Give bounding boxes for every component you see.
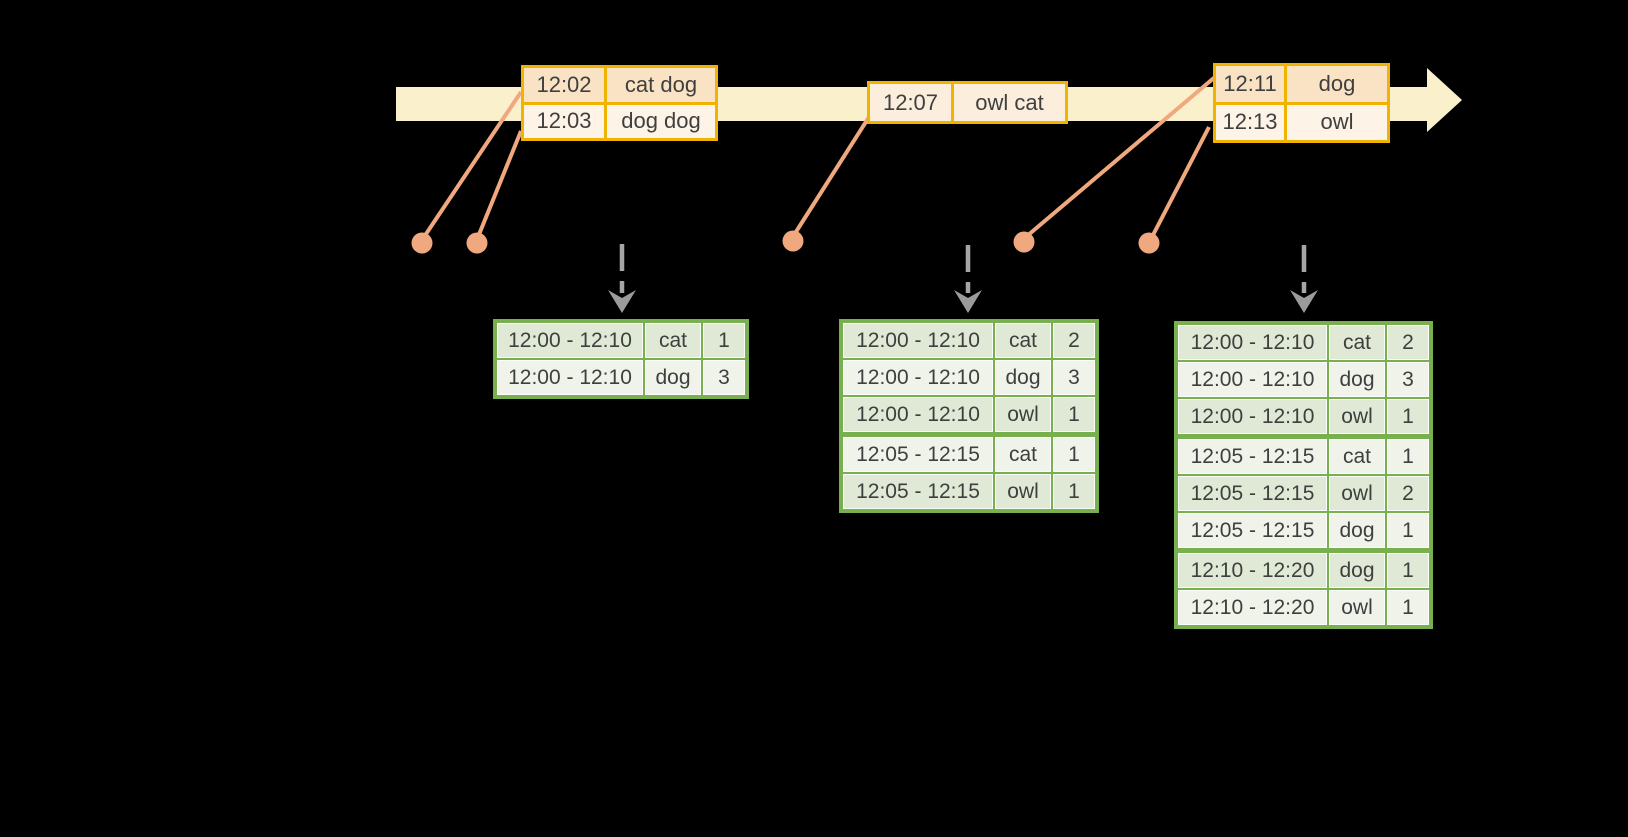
event-box-1202-1203: 12:02 cat dog 12:03 dog dog xyxy=(521,65,718,141)
event-time-cell: 12:07 xyxy=(870,84,951,121)
event-box-1211-1213: 12:11 dog 12:13 owl xyxy=(1213,63,1390,143)
connector-line xyxy=(422,90,523,239)
count-cell: 1 xyxy=(1053,437,1095,472)
word-cell: owl xyxy=(1329,590,1385,625)
result-table-2: 12:00 - 12:10 cat 2 12:00 - 12:10 dog 3 … xyxy=(839,319,1099,513)
arrow-head-icon xyxy=(1290,290,1318,313)
event-dot xyxy=(466,232,488,254)
event-words-cell: owl xyxy=(1287,104,1387,140)
connector-line xyxy=(792,115,871,237)
count-cell: 1 xyxy=(1387,553,1429,588)
event-words-cell: dog xyxy=(1287,66,1387,102)
window-group: 12:00 - 12:10 cat 1 12:00 - 12:10 dog 3 xyxy=(497,323,745,395)
word-cell: owl xyxy=(1329,399,1385,434)
word-cell: cat xyxy=(995,323,1051,358)
event-words-cell: owl cat xyxy=(954,84,1065,121)
window-cell: 12:10 - 12:20 xyxy=(1178,590,1327,625)
word-cell: dog xyxy=(995,360,1051,395)
count-cell: 1 xyxy=(1387,513,1429,548)
count-cell: 2 xyxy=(1053,323,1095,358)
word-cell: owl xyxy=(995,397,1051,432)
window-cell: 12:05 - 12:15 xyxy=(1178,476,1327,511)
arrow-head-icon xyxy=(954,290,982,313)
count-cell: 2 xyxy=(1387,325,1429,360)
trigger-arrow-lines xyxy=(619,244,1307,293)
count-cell: 3 xyxy=(1053,360,1095,395)
result-table-3: 12:00 - 12:10 cat 2 12:00 - 12:10 dog 3 … xyxy=(1174,321,1433,629)
window-cell: 12:00 - 12:10 xyxy=(843,360,993,395)
window-cell: 12:05 - 12:15 xyxy=(843,437,993,472)
window-group: 12:10 - 12:20 dog 1 12:10 - 12:20 owl 1 xyxy=(1178,553,1429,625)
timeline-arrowhead-icon xyxy=(1427,68,1462,132)
word-cell: dog xyxy=(645,360,701,395)
word-cell: dog xyxy=(1329,362,1385,397)
event-dots xyxy=(411,230,1160,254)
word-cell: cat xyxy=(645,323,701,358)
window-cell: 12:00 - 12:10 xyxy=(1178,399,1327,434)
window-cell: 12:00 - 12:10 xyxy=(843,323,993,358)
count-cell: 1 xyxy=(1387,439,1429,474)
count-cell: 3 xyxy=(1387,362,1429,397)
event-time-cell: 12:02 xyxy=(524,68,604,102)
window-group: 12:00 - 12:10 cat 2 12:00 - 12:10 dog 3 … xyxy=(1178,325,1429,434)
count-cell: 1 xyxy=(1387,590,1429,625)
event-words-cell: dog dog xyxy=(607,104,715,138)
word-cell: cat xyxy=(1329,325,1385,360)
window-cell: 12:05 - 12:15 xyxy=(1178,513,1327,548)
event-time-cell: 12:03 xyxy=(524,104,604,138)
count-cell: 1 xyxy=(703,323,745,358)
event-dot xyxy=(1013,231,1035,253)
event-box-1207: 12:07 owl cat xyxy=(867,81,1068,124)
event-time-cell: 12:11 xyxy=(1216,66,1284,102)
connector-line xyxy=(1150,126,1211,238)
word-cell: dog xyxy=(1329,513,1385,548)
event-dot xyxy=(782,230,804,252)
window-cell: 12:00 - 12:10 xyxy=(497,323,643,358)
count-cell: 1 xyxy=(1387,399,1429,434)
count-cell: 1 xyxy=(1053,474,1095,509)
event-words-cell: cat dog xyxy=(607,68,715,102)
word-cell: owl xyxy=(1329,476,1385,511)
word-cell: cat xyxy=(1329,439,1385,474)
event-time-cell: 12:13 xyxy=(1216,104,1284,140)
window-cell: 12:05 - 12:15 xyxy=(843,474,993,509)
connector-line xyxy=(476,130,523,238)
count-cell: 1 xyxy=(1053,397,1095,432)
window-group: 12:05 - 12:15 cat 1 12:05 - 12:15 owl 1 xyxy=(843,437,1095,509)
window-cell: 12:00 - 12:10 xyxy=(1178,362,1327,397)
window-cell: 12:00 - 12:10 xyxy=(1178,325,1327,360)
word-cell: owl xyxy=(995,474,1051,509)
event-connector-lines xyxy=(422,75,1217,239)
arrow-head-icon xyxy=(608,290,636,313)
connector-line xyxy=(1025,75,1217,238)
result-table-1: 12:00 - 12:10 cat 1 12:00 - 12:10 dog 3 xyxy=(493,319,749,399)
window-cell: 12:00 - 12:10 xyxy=(843,397,993,432)
count-cell: 2 xyxy=(1387,476,1429,511)
count-cell: 3 xyxy=(703,360,745,395)
word-cell: cat xyxy=(995,437,1051,472)
trigger-arrow-heads xyxy=(608,290,1318,313)
window-group: 12:00 - 12:10 cat 2 12:00 - 12:10 dog 3 … xyxy=(843,323,1095,432)
window-cell: 12:05 - 12:15 xyxy=(1178,439,1327,474)
window-group: 12:05 - 12:15 cat 1 12:05 - 12:15 owl 2 … xyxy=(1178,439,1429,548)
event-dot xyxy=(1138,232,1160,254)
word-cell: dog xyxy=(1329,553,1385,588)
event-dot xyxy=(411,232,433,254)
window-cell: 12:10 - 12:20 xyxy=(1178,553,1327,588)
window-cell: 12:00 - 12:10 xyxy=(497,360,643,395)
